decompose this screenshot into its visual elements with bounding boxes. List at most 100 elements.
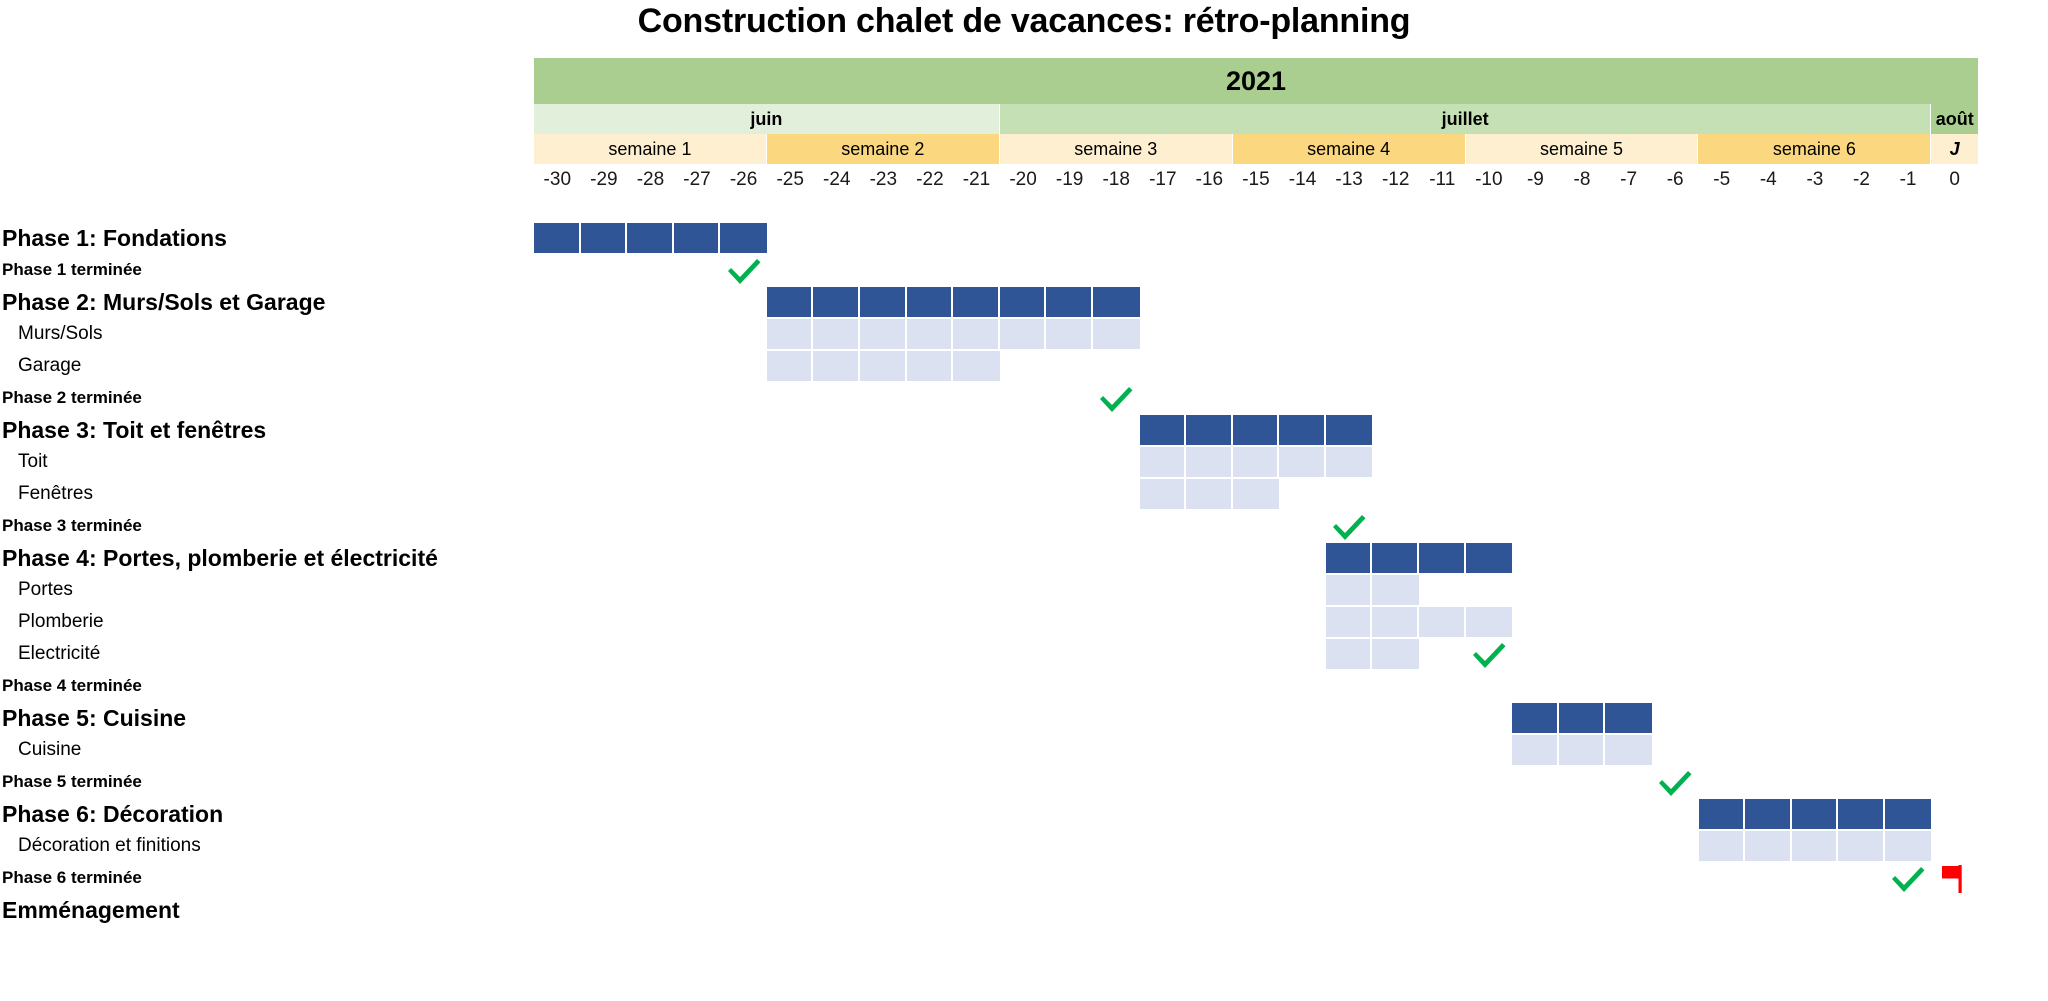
gantt-bar-light[interactable] [1139,479,1280,509]
task-label-phase: Phase 5: Cuisine [0,702,534,734]
calendar-week-cell: semaine 6 [1698,134,1932,164]
gantt-bar-segment [1372,543,1420,573]
gantt-bar-segment [1139,447,1187,477]
gantt-bar-segment [1046,319,1093,349]
gantt-bar-light[interactable] [766,319,1140,349]
gantt-bar-segment [1512,703,1559,733]
gantt-bar-segment [1325,575,1373,605]
gantt-bar-segment [1186,479,1233,509]
gantt-bar-segment [1232,479,1280,509]
gantt-bar-segment [766,351,814,381]
gantt-bar-dark[interactable] [1139,415,1373,445]
gantt-bar-light[interactable] [1325,575,1420,605]
gantt-bar-segment [1558,703,1606,733]
task-label-text: Toit [18,451,48,472]
gantt-bar-segment [999,319,1047,349]
gantt-row [534,670,1978,702]
gantt-bar-segment [1372,639,1420,669]
gantt-row [534,414,1978,446]
calendar-year-row: 2021 [534,58,1978,104]
calendar-day-cell: -10 [1465,166,1513,194]
calendar-day-cell: -15 [1232,166,1280,194]
gantt-bar-dark[interactable] [1698,799,1932,829]
task-label-done: Phase 5 terminée [0,766,534,798]
task-label-sub: Murs/Sols [0,318,534,350]
gantt-bar-segment [1419,543,1466,573]
gantt-bar-segment [1139,479,1187,509]
gantt-bar-light[interactable] [1698,831,1932,861]
gantt-row [534,574,1978,606]
gantt-bar-light[interactable] [1139,447,1373,477]
gantt-bar-light[interactable] [766,351,1000,381]
task-label-text: Portes [18,579,73,600]
calendar-day-cell: -9 [1512,166,1559,194]
gantt-row [534,734,1978,766]
task-label-done: Phase 1 terminée [0,254,534,286]
calendar-week-cell: semaine 1 [534,134,767,164]
task-label-text: Phase 2 terminée [2,388,142,407]
task-label-text: Phase 3: Toit et fenêtres [2,416,267,443]
gantt-bar-segment [766,319,814,349]
gantt-bar-segment [1325,543,1373,573]
calendar-day-cell: -12 [1372,166,1419,194]
milestone-check-icon [1093,382,1140,414]
gantt-row [534,830,1978,862]
gantt-bar-dark[interactable] [534,223,767,253]
gantt-row [534,894,1978,926]
gantt-bar-light[interactable] [1512,735,1652,765]
calendar-day-cell: -14 [1279,166,1326,194]
gantt-bar-dark[interactable] [1325,543,1513,573]
gantt-bar-segment [906,351,954,381]
task-label-text: Phase 6: Décoration [2,800,224,827]
gantt-bar-segment [1372,607,1420,637]
gantt-bar-segment [953,287,1000,317]
gantt-bar-segment [953,319,1000,349]
gantt-bar-segment [860,319,907,349]
gantt-bar-segment [720,223,767,253]
gantt-bar-segment [1745,831,1792,861]
gantt-bar-segment [1325,639,1373,669]
task-label-sub: Toit [0,446,534,478]
gantt-bar-segment [1092,319,1140,349]
calendar-day-cell: -13 [1325,166,1373,194]
gantt-bar-dark[interactable] [766,287,1140,317]
calendar-day-cell: -29 [580,166,628,194]
gantt-bar-dark[interactable] [1512,703,1652,733]
gantt-bar-light[interactable] [1325,639,1420,669]
calendar-day-cell: -21 [953,166,1000,194]
task-label-done: Phase 6 terminée [0,862,534,894]
milestone-check-icon [1885,862,1932,894]
gantt-bar-segment [673,223,721,253]
task-label-text: Phase 5 terminée [2,772,142,791]
calendar-day-cell: -3 [1791,166,1839,194]
task-label-done: Phase 3 terminée [0,510,534,542]
gantt-bar-segment [813,319,861,349]
gantt-row [534,350,1978,382]
calendar-week-cell: J [1931,134,1978,164]
calendar-day-cell: -22 [906,166,954,194]
gantt-bar-segment [1419,607,1466,637]
gantt-row [534,702,1978,734]
gantt-bar-segment [1558,735,1606,765]
gantt-bar-light[interactable] [1325,607,1513,637]
calendar-day-cell: -2 [1838,166,1885,194]
task-label-text: Cuisine [18,739,82,760]
milestone-check-icon [1652,766,1699,798]
gantt-bar-segment [1232,415,1280,445]
gantt-bar-segment [1698,799,1746,829]
gantt-row [534,862,1978,894]
task-label-text: Phase 6 terminée [2,868,142,887]
gantt-row [534,766,1978,798]
calendar-day-cell: -18 [1092,166,1140,194]
task-label-sub: Plomberie [0,606,534,638]
task-label-sub: Portes [0,574,534,606]
gantt-bar-segment [813,287,861,317]
task-label-phase: Phase 4: Portes, plomberie et électricit… [0,542,534,574]
gantt-row [534,446,1978,478]
calendar-day-cell: -8 [1558,166,1606,194]
task-label-sub: Fenêtres [0,478,534,510]
gantt-bar-segment [1139,415,1187,445]
gantt-bar-segment [1512,735,1559,765]
